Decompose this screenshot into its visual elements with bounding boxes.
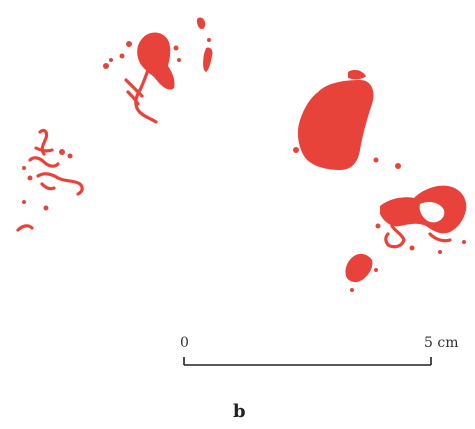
panel-label: b xyxy=(233,401,246,422)
stain-cluster-lower-right xyxy=(345,185,467,292)
scale-bar-start-label: 0 xyxy=(180,335,189,351)
scale-bar: 0 5 cm xyxy=(180,335,458,366)
stain-cluster-center-right xyxy=(293,69,401,170)
stain-cluster-left xyxy=(16,128,84,232)
scale-bar-end-label: 5 cm xyxy=(424,335,458,351)
stain-cluster-top-center xyxy=(103,17,213,124)
